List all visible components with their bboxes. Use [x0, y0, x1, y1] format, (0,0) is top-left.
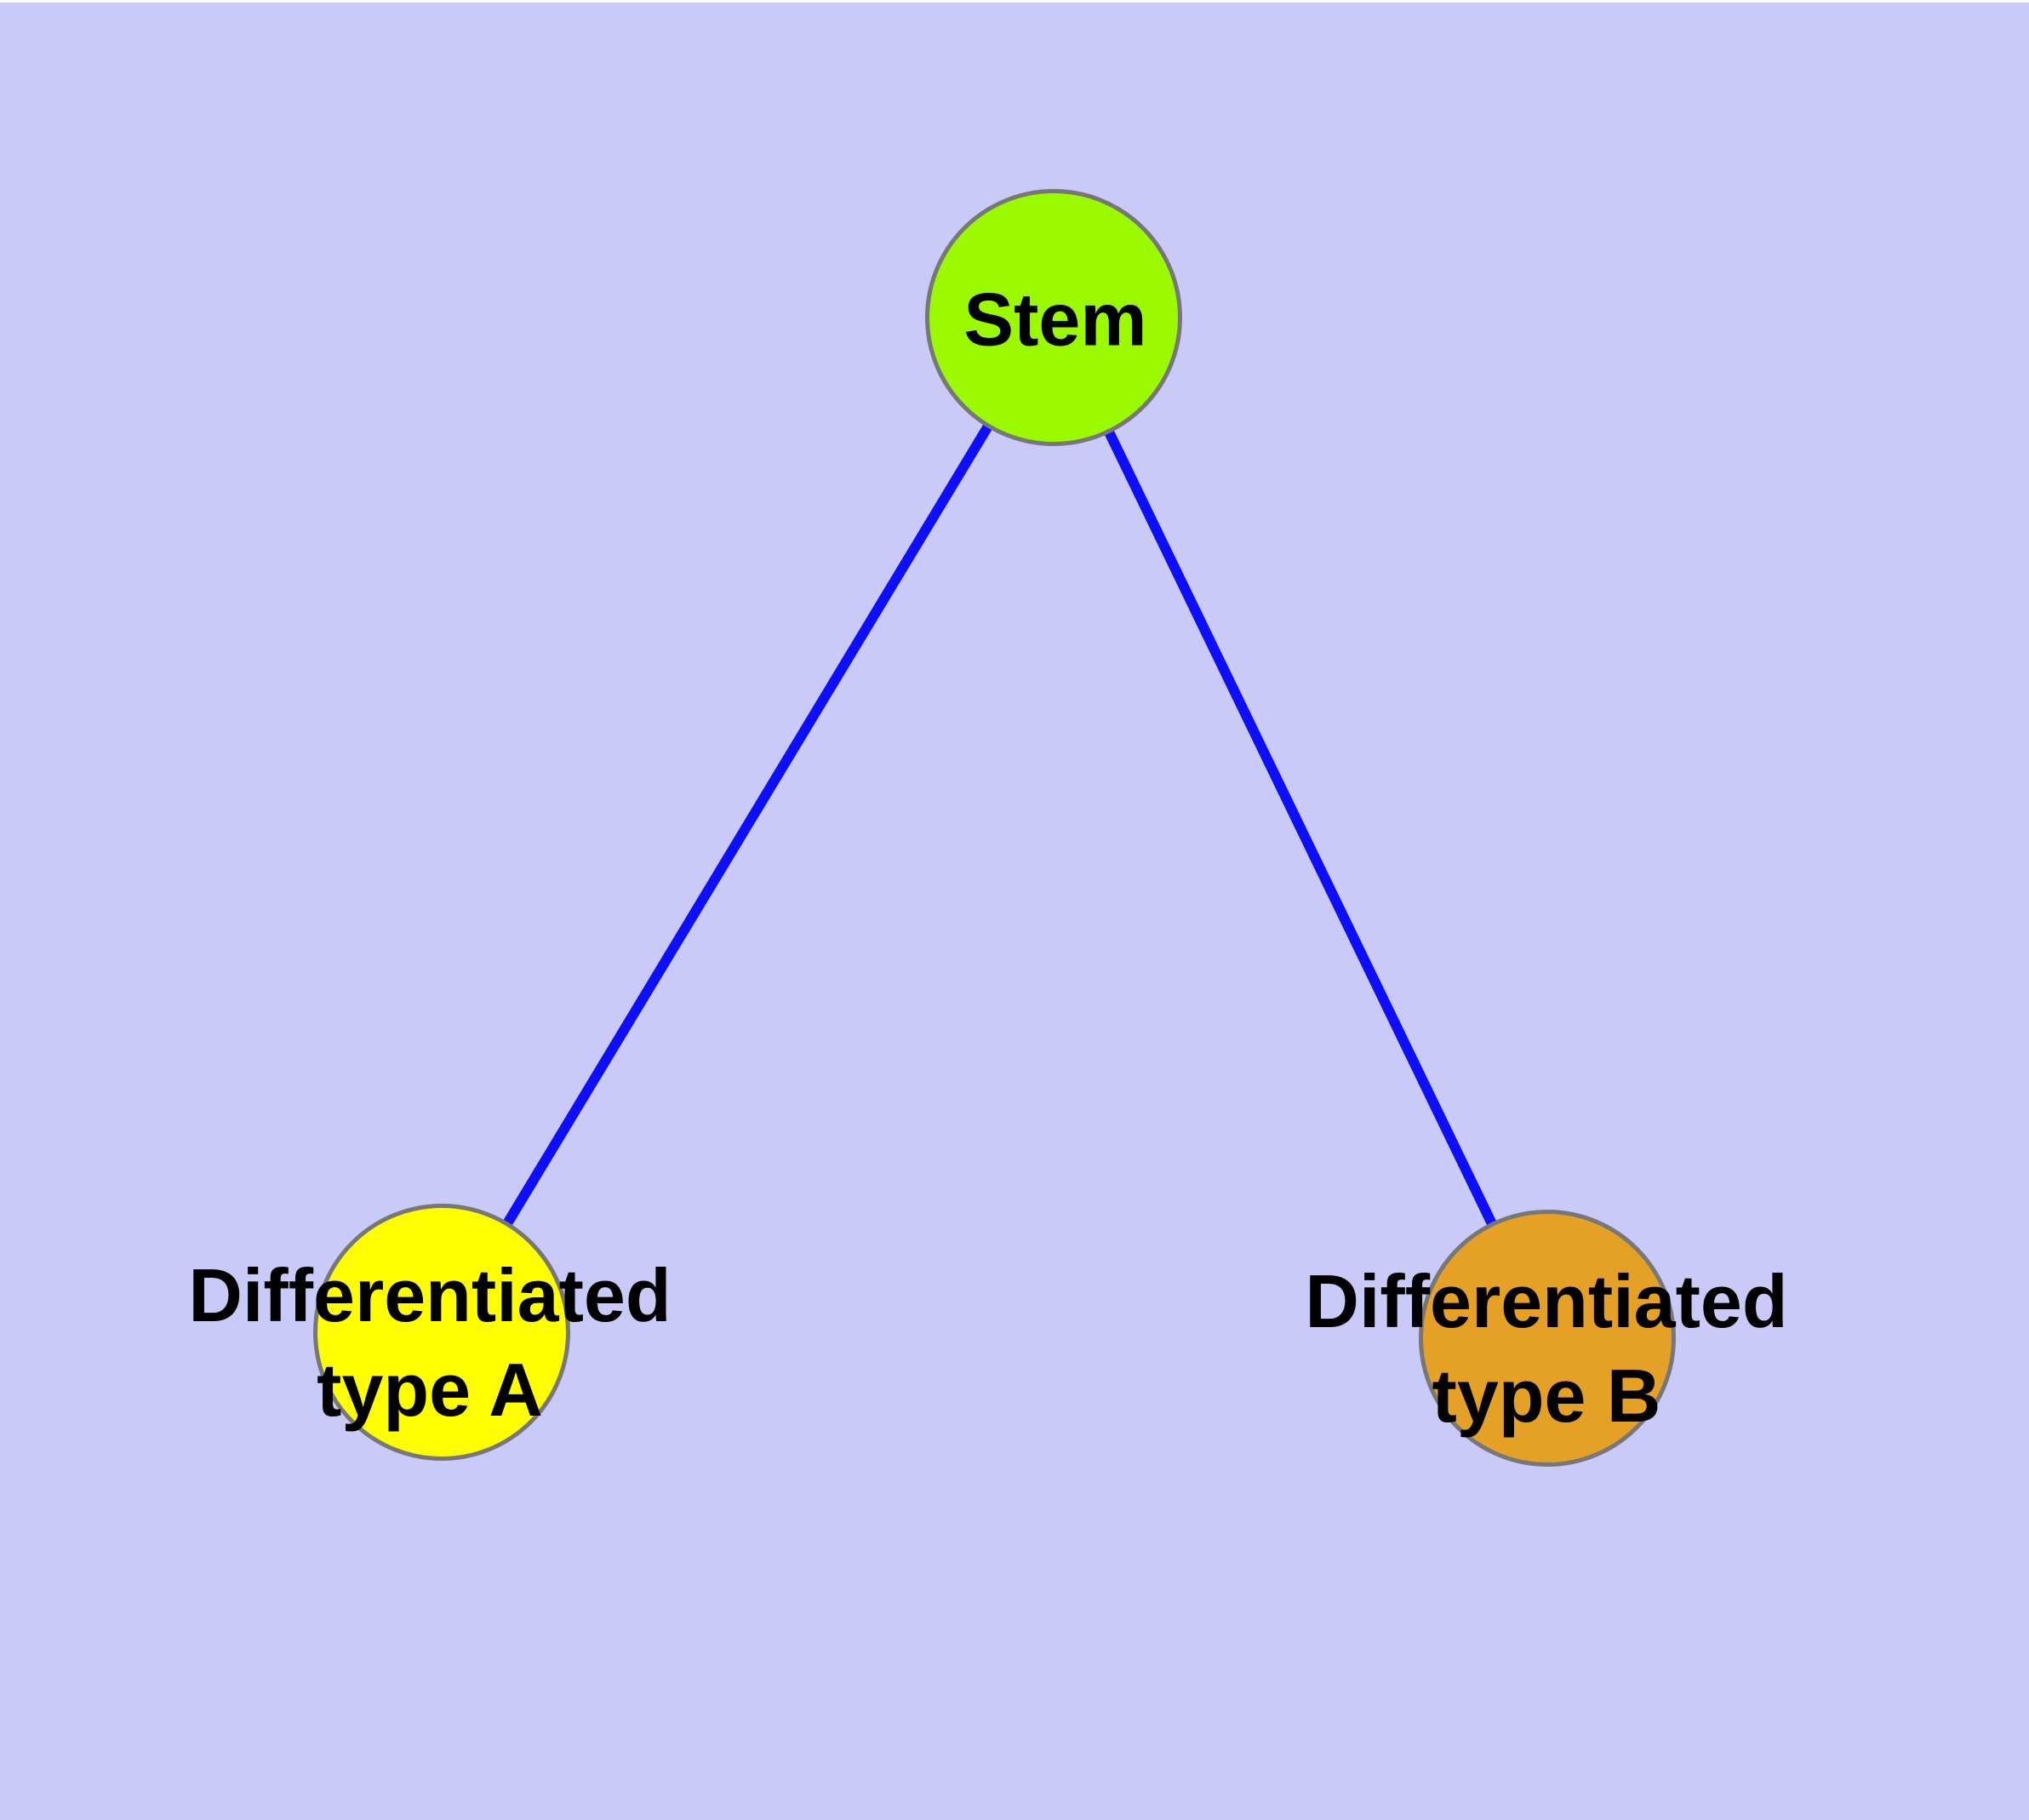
node-differentiated-type-a: [313, 1204, 570, 1461]
edge-stem-to-type-b: [1049, 315, 1552, 1341]
node-stem: [925, 189, 1182, 446]
node-differentiated-type-b: [1419, 1210, 1676, 1467]
label-differentiated-type-a: Differentiated type A: [188, 1248, 671, 1437]
label-line: Differentiated: [188, 1253, 672, 1337]
label-line: Differentiated: [1305, 1259, 1788, 1343]
label-line: type B: [1432, 1354, 1661, 1438]
label-differentiated-type-b: Differentiated type B: [1305, 1254, 1787, 1443]
label-line: type A: [317, 1348, 543, 1432]
edge-stem-to-type-a: [437, 314, 1059, 1336]
label-line: Stem: [963, 277, 1147, 362]
label-stem: Stem: [963, 272, 1146, 367]
